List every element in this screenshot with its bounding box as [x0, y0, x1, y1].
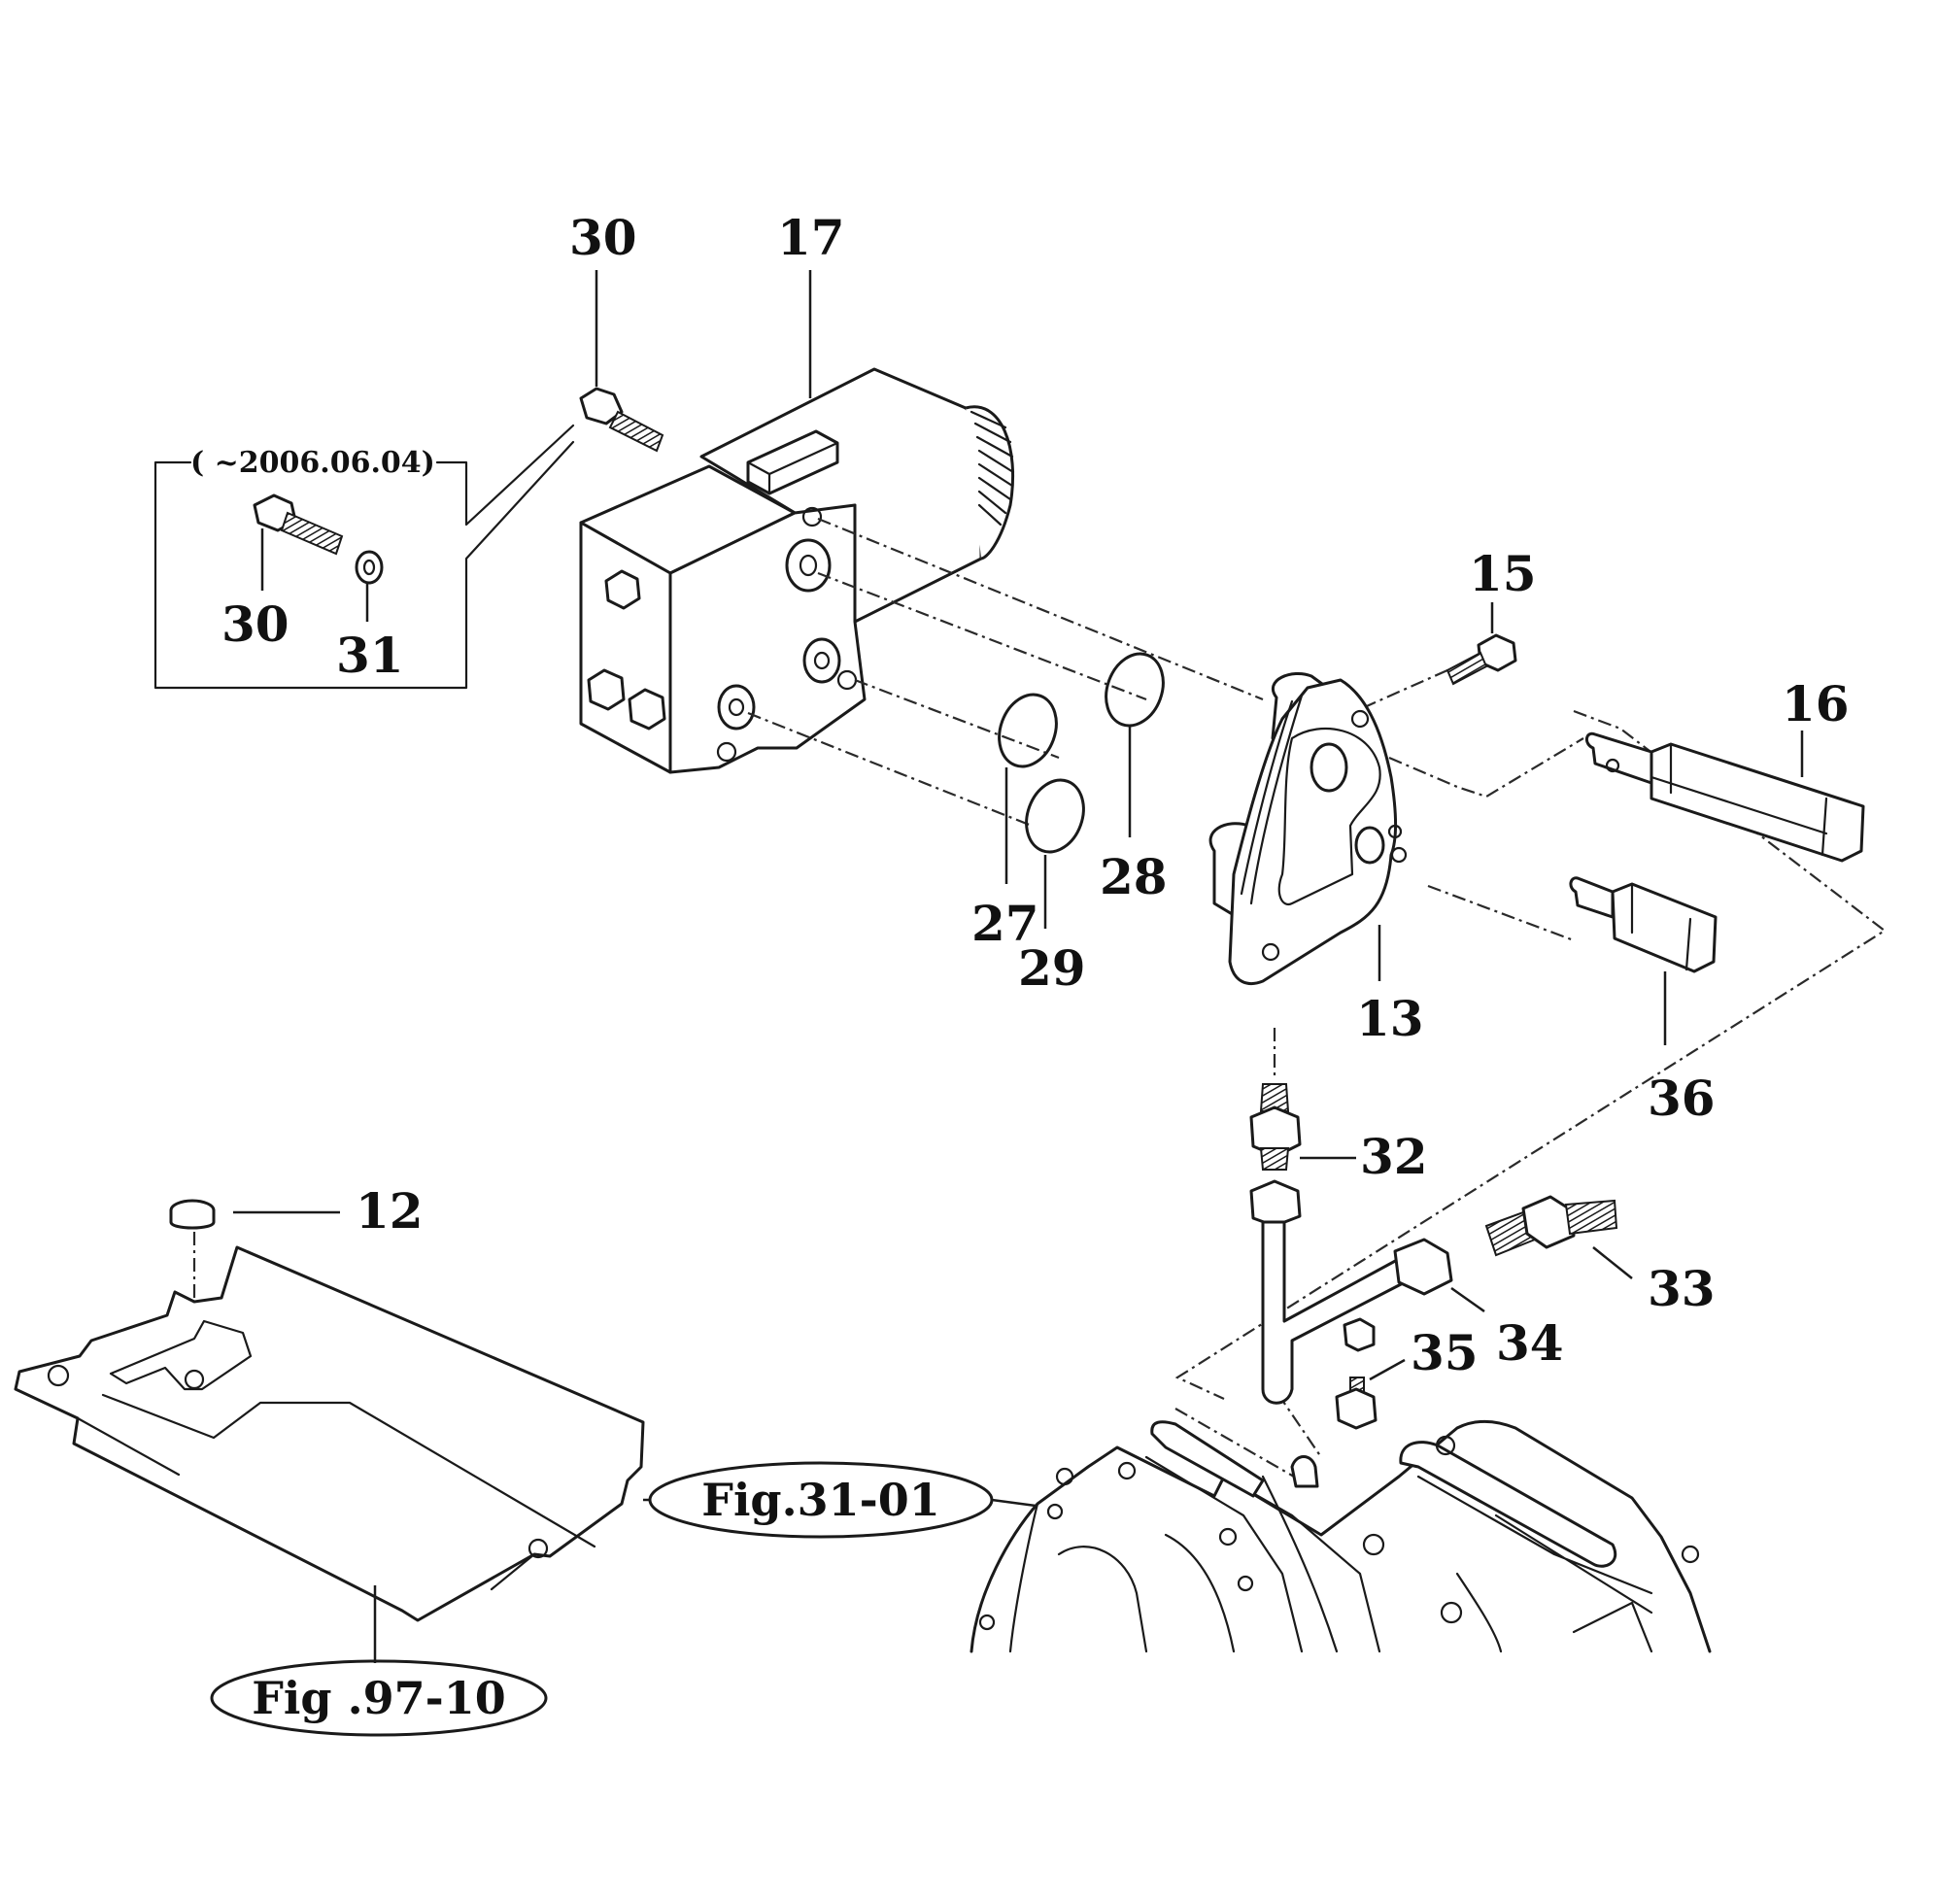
- callout-32: 32: [1360, 1128, 1428, 1185]
- union-fitting-32: [1249, 1083, 1356, 1171]
- callout-33: 33: [1648, 1260, 1716, 1317]
- figref-97-10-label[interactable]: Fig .97-10: [252, 1672, 505, 1724]
- inset-date-label: ( ~2006.06.04): [190, 446, 435, 480]
- o-ring-29: [1025, 778, 1085, 929]
- callout-13: 13: [1356, 990, 1424, 1047]
- cover-plate-13: [1208, 671, 1408, 985]
- figref-97-10[interactable]: Fig .97-10: [210, 1659, 548, 1737]
- callout-34: 34: [1496, 1314, 1564, 1372]
- callout-30: 30: [569, 209, 637, 266]
- o-ring-27: [998, 693, 1058, 884]
- alignment-lines: [747, 517, 1887, 1478]
- figref-31-01-label[interactable]: Fig.31-01: [701, 1474, 939, 1526]
- inset-washer-31: [355, 550, 384, 622]
- callout-15: 15: [1469, 545, 1537, 602]
- callout-17: 17: [777, 209, 845, 266]
- inset-box: ( ~2006.06.04) 30 31: [153, 424, 575, 690]
- transmission-case: [970, 1419, 1712, 1653]
- cover-plate-fig-97-10: [14, 1245, 645, 1663]
- elbow-fitting-33: [1484, 1195, 1633, 1279]
- callout-12: 12: [356, 1182, 424, 1240]
- callout-28: 28: [1100, 848, 1168, 905]
- plug-35: [1335, 1317, 1406, 1430]
- valve-cartridge-36: [1569, 876, 1718, 1045]
- callout-16: 16: [1782, 675, 1850, 732]
- inset-bolt-30: [253, 493, 344, 591]
- bolt-15: [1446, 602, 1517, 686]
- o-ring-28: [1105, 652, 1165, 837]
- pipe-34: [1249, 1179, 1485, 1405]
- callout-30-inset: 30: [221, 595, 289, 653]
- callout-31: 31: [336, 627, 404, 684]
- callout-36: 36: [1648, 1070, 1716, 1127]
- callout-27: 27: [971, 895, 1039, 952]
- callout-29: 29: [1018, 939, 1086, 997]
- valve-block-17: [579, 270, 1015, 774]
- bolt-30: [579, 270, 664, 453]
- relief-valve-16: [1585, 731, 1865, 863]
- figref-31-01[interactable]: Fig.31-01: [643, 1461, 1037, 1539]
- callout-35: 35: [1411, 1324, 1479, 1381]
